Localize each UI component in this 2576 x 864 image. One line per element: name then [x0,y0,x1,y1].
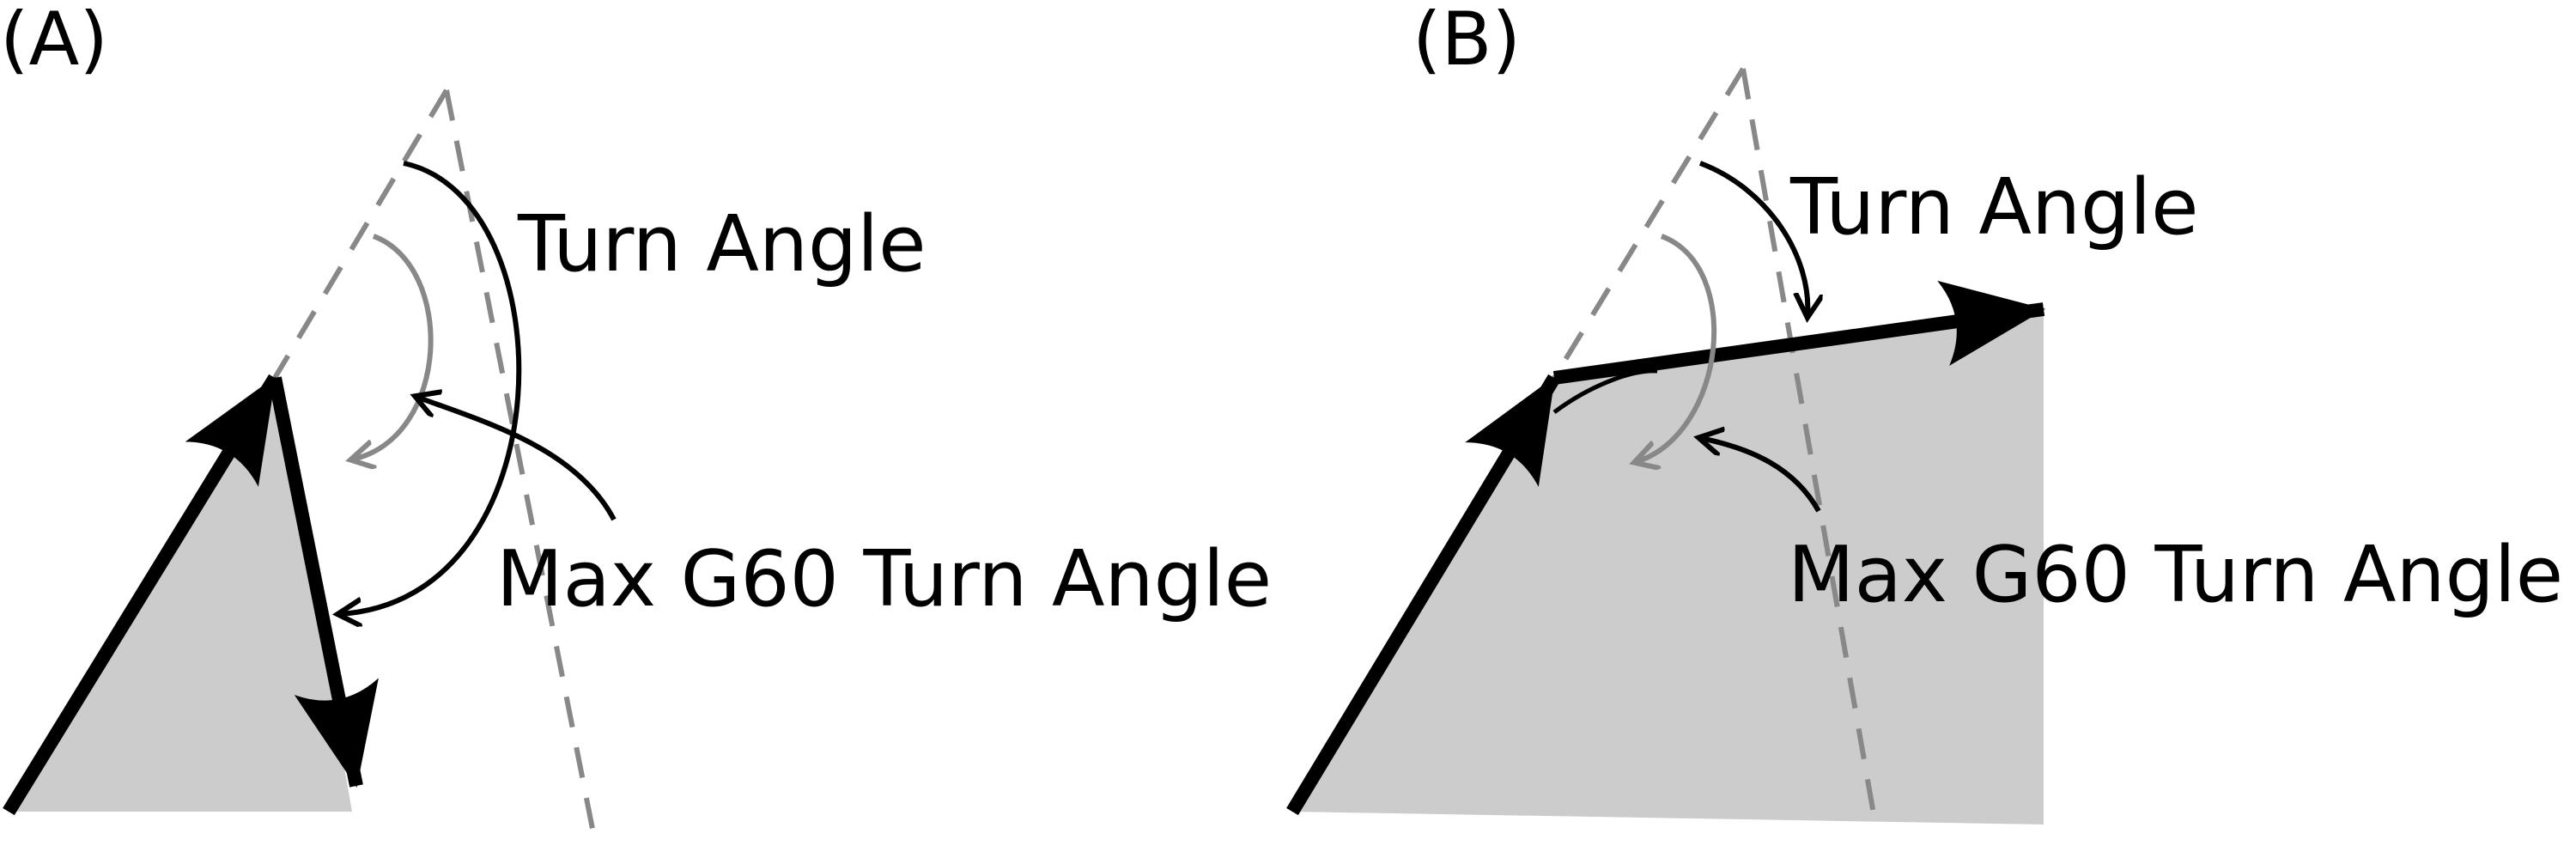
panel-a-shaded-region [9,378,352,812]
panel-a-label: (A) [0,0,108,82]
panel-a-turn-angle-arc [339,161,522,614]
panel-b-label: (B) [1413,0,1521,82]
panel-b-turn-angle-label: Turn Angle [1789,162,2199,253]
panel-b-incoming-path-arrow [1286,374,1560,816]
panel-a-max-turn-pointer-arrow [416,397,617,521]
panel-a-extension-line [444,89,595,830]
panel-b-shaded-region [1292,309,2044,824]
panel-b-extension-line-upper [1552,67,1746,380]
panel-b-connector-curve [1552,368,1658,415]
panel-a-incoming-path-arrow [3,374,281,816]
panel-a-max-turn-angle-label: Max G60 Turn Angle [496,534,1272,624]
panel-b: (B) Turn Angle Max G60 Turn Angle [1286,0,2563,830]
panel-b-turn-angle-arc [1698,161,1807,316]
panel-b-max-turn-angle-label: Max G60 Turn Angle [1788,530,2563,620]
panel-b-outgoing-path-arrow [1552,280,2045,385]
panel-b-extension-line [1741,68,1879,830]
panel-a-outgoing-path-arrow [268,376,379,788]
panel-a-extension-line-upper [272,88,449,380]
panel-b-max-turn-pointer-arrow [1700,438,1821,513]
panel-b-max-turn-angle-arc [1636,234,1717,462]
panel-a-turn-angle-label: Turn Angle [517,199,927,289]
panel-a-max-turn-angle-arc [352,234,434,459]
panel-a: (A) Turn Angle Max G60 Turn Angle [0,0,1272,830]
